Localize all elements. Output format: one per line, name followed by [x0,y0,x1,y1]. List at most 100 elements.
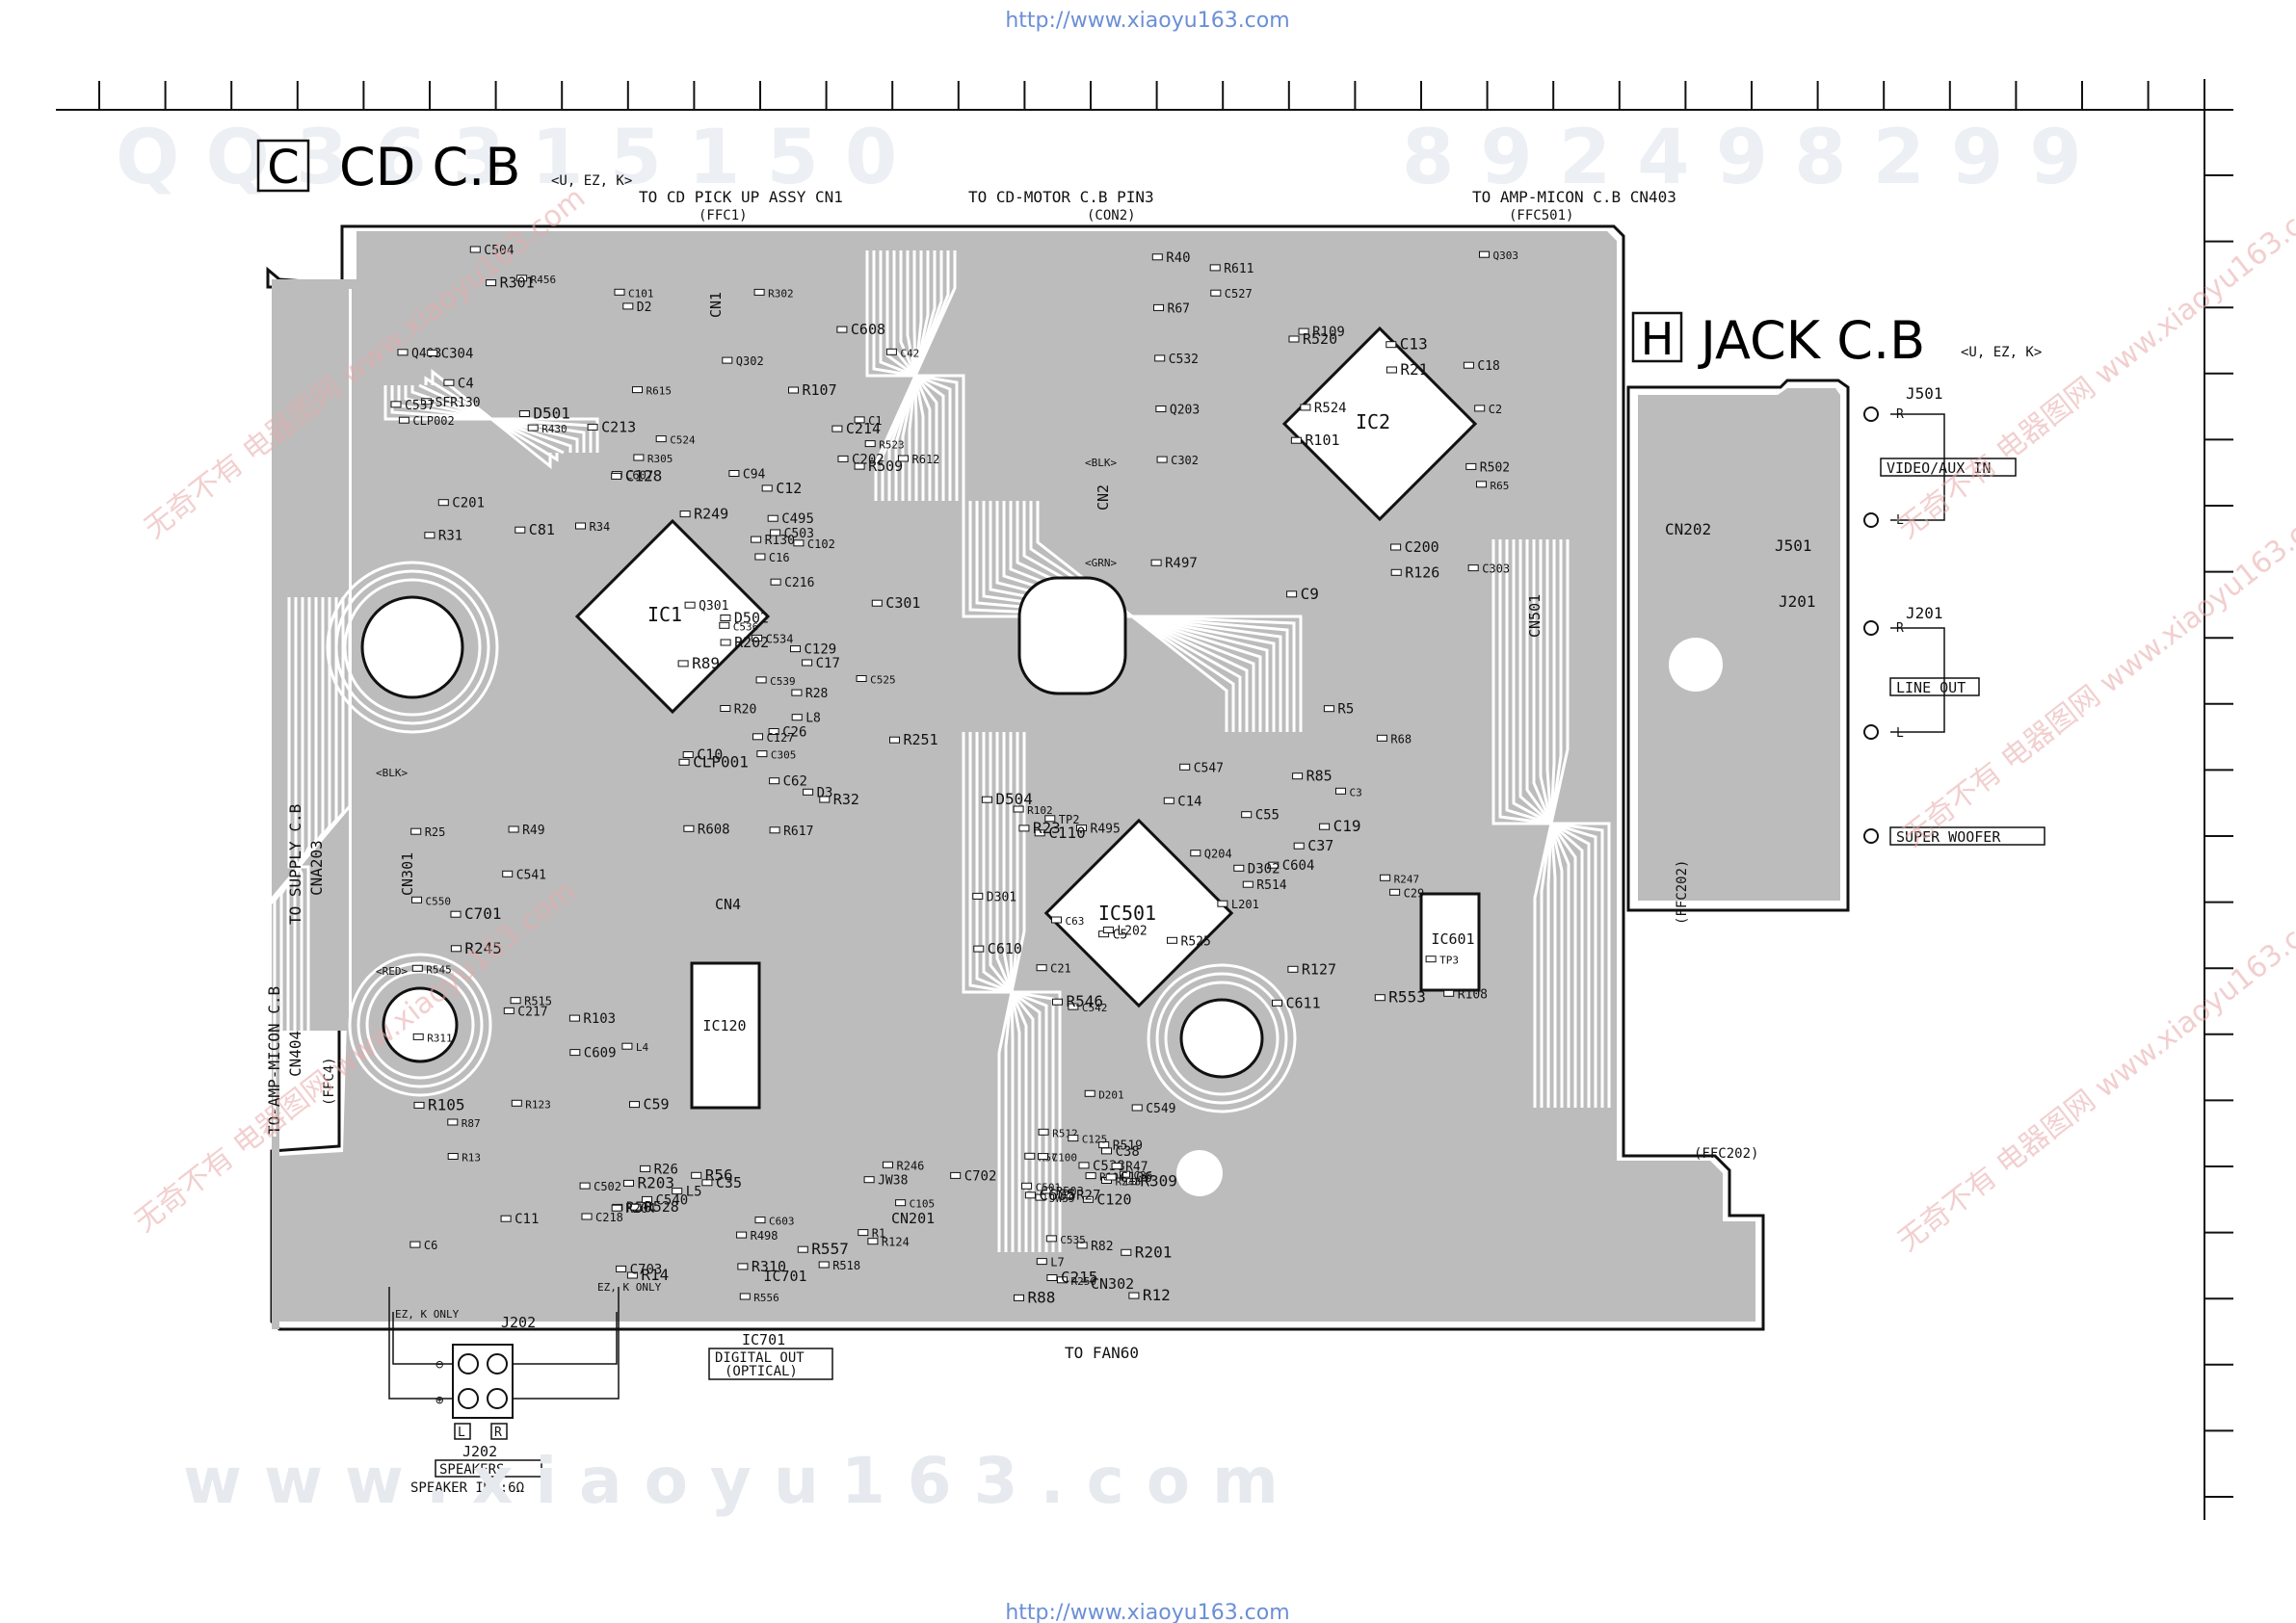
component-label: L4 [636,1041,649,1054]
component-symbol [722,356,733,364]
component-label: C527 [1225,287,1253,301]
component-symbol [623,1179,634,1187]
top-ruler [56,81,2233,111]
speaker-r-label: R [494,1426,502,1440]
component-symbol [511,1099,522,1107]
component-symbol [1425,955,1437,963]
component-symbol [1035,1193,1046,1201]
component-label: R31 [438,529,462,544]
component-label: C305 [771,749,797,762]
ic-label: IC120 [702,1017,746,1034]
component-symbol [412,1033,424,1040]
component-label: C129 [805,642,837,658]
url-watermark-bottom[interactable]: http://www.xiaoyu163.com [1005,1601,1289,1623]
component-symbol [770,529,781,537]
component-symbol [508,825,519,833]
cd-board-title: CD C.B [339,137,520,197]
component-symbol [1036,964,1047,972]
component-label: C537 [405,399,435,413]
connector-label: CN1 [707,292,725,318]
connector-label: CN501 [1526,594,1544,638]
component-symbol [871,599,883,607]
ic601-chip [1419,892,1481,992]
component-label: TP2 [1059,813,1080,826]
component-symbol [1179,763,1191,771]
component-label: R302 [768,287,794,300]
component-label: D3 [817,785,833,800]
component-symbol [1013,805,1024,813]
component-symbol [621,1042,633,1050]
component-label: C36 [1134,1169,1153,1182]
digital-out-ic: IC701 [742,1331,785,1348]
component-label: R251 [904,731,938,748]
component-label: C540 [656,1192,689,1208]
component-symbol [1153,303,1164,311]
component-label: C19 [1333,817,1361,835]
component-label: C501 [1036,1181,1062,1193]
component-symbol [788,386,799,394]
component-symbol [450,910,462,918]
component-label: C18 [1477,359,1499,374]
jack-board-title: JACK C.B [1698,310,1925,371]
component-label: R515 [524,995,552,1008]
component-symbol [770,578,781,586]
component-symbol [790,645,801,653]
cn202-label: CN202 [1665,520,1711,538]
component-label: R123 [525,1098,551,1111]
component-label: C303 [1482,563,1510,576]
video-aux-in-label: VIDEO/AUX IN [1887,459,1991,477]
component-symbol [1163,797,1174,804]
component-symbol [754,553,766,561]
component-label: R309 [1140,1172,1177,1191]
cd-board-letter: C [267,141,300,195]
connector-label: CN2 [1095,484,1112,510]
component-symbol [737,1263,749,1270]
component-label: R456 [531,274,557,286]
component-symbol [1052,998,1063,1006]
component-label: C10 [697,746,723,764]
component-labels: R430C495R497R85R495R87R498R88R89C4C1C2C3… [390,244,1518,1306]
component-symbol [1151,253,1163,261]
component-label: R553 [1388,988,1426,1007]
component-symbol [1242,880,1254,888]
component-label: C550 [426,895,452,907]
connector-label: J202 [501,1314,536,1331]
ffc202-label-horizontal: (FFC202) [1694,1146,1758,1162]
component-label: R47 [1125,1161,1148,1175]
j201-l-label: L [1896,726,1904,741]
ffc202-label-vertical: (FFC202) [1675,860,1690,925]
component-symbol [720,615,731,621]
component-symbol [581,1213,593,1220]
component-label: R204 [625,1202,655,1217]
component-symbol [756,750,768,758]
component-symbol [1105,1173,1117,1181]
component-symbol [398,416,409,424]
mount-hole-lower-center [1179,998,1264,1079]
motor-connection-sub: (CON2) [1087,208,1136,223]
component-symbol [421,398,433,406]
component-label: C12 [776,480,802,497]
component-label: C608 [851,321,885,338]
ghost-digits-left: Q Q 3 6 3 1 5 1 5 0 [116,115,897,201]
speaker-jack-label: J202 [462,1443,497,1460]
component-label: JW38 [878,1174,908,1189]
component-label: C603 [769,1216,795,1228]
component-label: C213 [601,418,636,435]
url-watermark-top[interactable]: http://www.xiaoyu163.com [1005,9,1289,33]
component-label: R503 [1056,1185,1084,1198]
supply-connection-sub: CNA203 [307,840,326,896]
component-label: C202 [852,452,884,467]
component-label: C128 [625,466,663,484]
component-label: D201 [1098,1088,1124,1101]
connector-tag-blk-2: <BLK> [1085,457,1117,469]
component-symbol [797,1245,808,1253]
component-label: C535 [1060,1234,1086,1246]
component-symbol [518,410,530,417]
component-symbol [672,1188,683,1195]
component-label: R34 [590,520,611,534]
component-symbol [616,1265,627,1272]
component-label: C304 [441,346,474,361]
component-symbol [443,379,455,386]
component-label: R617 [783,825,813,839]
component-label: R108 [1458,987,1488,1002]
